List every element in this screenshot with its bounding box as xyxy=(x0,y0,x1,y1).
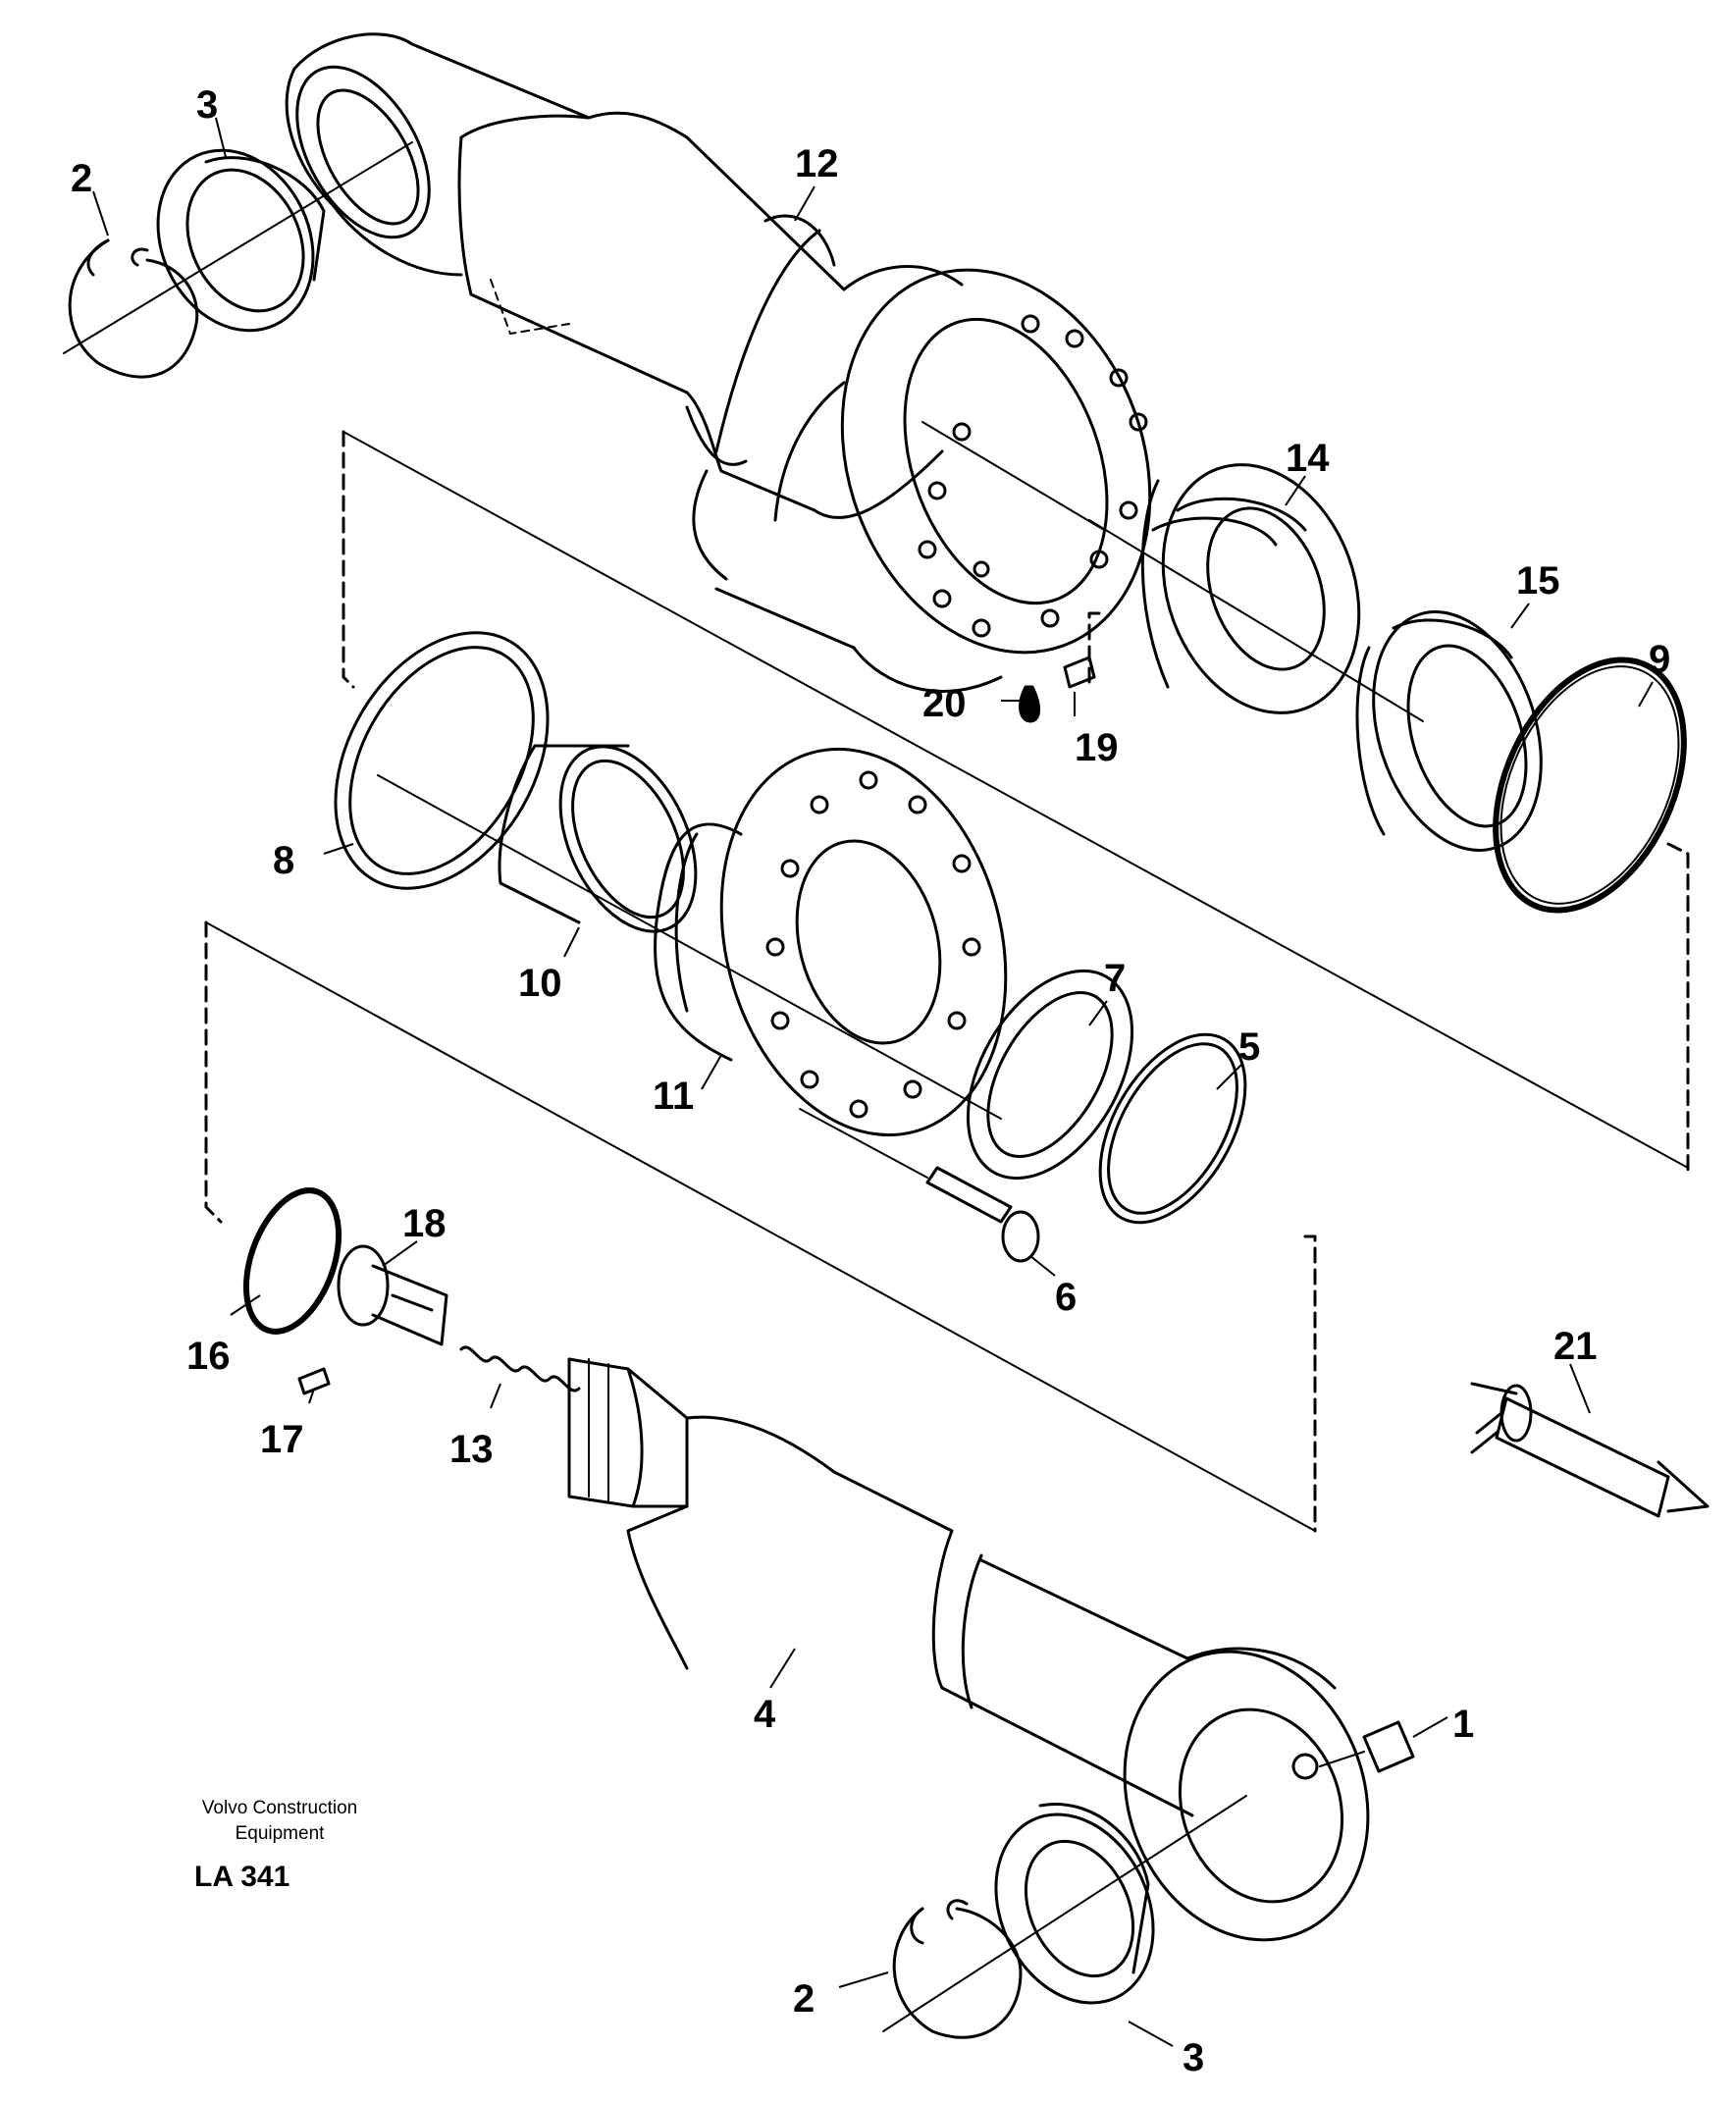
callout-11: 11 xyxy=(653,1075,694,1118)
bearing-bottom xyxy=(994,1803,1155,2005)
circlip-top xyxy=(68,238,199,379)
callout-labels: 3 2 12 14 15 9 20 19 8 10 11 7 5 6 18 16… xyxy=(71,83,1670,2079)
callout-20: 20 xyxy=(922,682,967,725)
ball-20 xyxy=(1019,685,1040,723)
callout-12: 12 xyxy=(795,142,839,185)
piston-rod-4 xyxy=(567,1357,1370,1942)
spring-13 xyxy=(459,1345,581,1392)
callout-6: 6 xyxy=(1055,1276,1077,1319)
callout-4: 4 xyxy=(754,1693,776,1736)
cylinder-tube-part xyxy=(285,32,1152,693)
callout-2-top: 2 xyxy=(71,157,92,200)
callout-5: 5 xyxy=(1238,1025,1260,1069)
tool-21 xyxy=(1470,1382,1710,1518)
callout-1: 1 xyxy=(1452,1703,1474,1746)
seal-ring-5 xyxy=(1098,1032,1247,1225)
callout-13: 13 xyxy=(449,1428,494,1471)
o-ring-16 xyxy=(242,1187,342,1335)
valve-18 xyxy=(337,1244,448,1346)
callout-15: 15 xyxy=(1516,559,1560,603)
callout-16: 16 xyxy=(186,1335,231,1378)
drawing-code: LA 341 xyxy=(194,1861,290,1893)
callout-10: 10 xyxy=(518,962,562,1005)
pin-17 xyxy=(297,1367,331,1395)
piston-part xyxy=(1140,463,1361,714)
circlip-bottom xyxy=(892,1899,1023,2039)
wiper-ring-7 xyxy=(966,969,1134,1181)
callout-2-bottom: 2 xyxy=(793,1977,815,2021)
callout-17: 17 xyxy=(260,1418,304,1461)
callout-3-top: 3 xyxy=(196,83,218,127)
callout-3-bottom: 3 xyxy=(1183,2036,1204,2079)
piston-seal-part xyxy=(1355,610,1543,852)
plug-19 xyxy=(1063,656,1096,689)
screw-6 xyxy=(799,1108,1040,1263)
callout-7: 7 xyxy=(1104,957,1126,1000)
callout-14: 14 xyxy=(1286,437,1330,480)
brand-line-2: Equipment xyxy=(235,1823,325,1844)
grease-nipple-1 xyxy=(1319,1720,1415,1773)
callout-19: 19 xyxy=(1075,726,1119,769)
callout-21: 21 xyxy=(1553,1325,1598,1368)
seal-ring-8 xyxy=(334,631,550,890)
callout-9: 9 xyxy=(1649,638,1670,681)
callout-8: 8 xyxy=(273,839,294,882)
leader-lines xyxy=(92,117,1654,2047)
bearing-top xyxy=(156,148,326,333)
callout-18: 18 xyxy=(402,1202,447,1245)
o-ring-9 xyxy=(1493,657,1687,914)
brand-caption: Volvo Construction Equipment xyxy=(157,1796,402,1847)
cylinder-head-11 xyxy=(654,747,1008,1137)
brand-line-1: Volvo Construction xyxy=(201,1798,358,1818)
bushing-10 xyxy=(498,744,698,933)
